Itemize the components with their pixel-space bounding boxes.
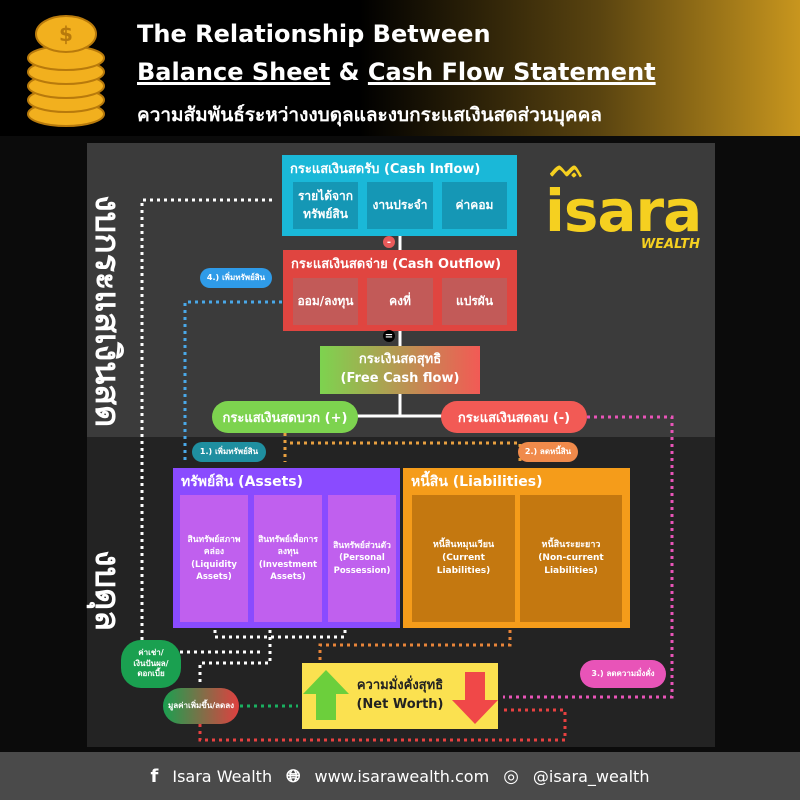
net-worth-thai: ความมั่งคั่งสุทธิ: [356, 678, 444, 694]
income-pill: ค่าเช่า/ เงินปันผล/ ดอกเบี้ย: [121, 640, 181, 688]
negative-cash-flow-pill: กระแสเงินสดลบ (-): [441, 401, 587, 433]
facebook-icon[interactable]: f: [150, 765, 159, 787]
inflow-item: รายได้จากทรัพย์สิน: [293, 182, 358, 229]
title-balance-sheet: Balance Sheet: [137, 58, 331, 86]
arrow-up-icon: [303, 670, 349, 724]
instagram-icon[interactable]: ◎: [503, 765, 519, 787]
inflow-item: ค่าคอม: [442, 182, 507, 229]
outflow-item: ออม/ลงทุน: [293, 278, 358, 325]
asset-item: สินทรัพย์สภาพคล่อง (Liquidity Assets): [180, 495, 248, 622]
minus-icon: -: [383, 236, 395, 248]
step4-pill: 4.) เพิ่มทรัพย์สิน: [200, 268, 272, 288]
cash-outflow-title: กระแสเงินสดจ่าย (Cash Outflow): [291, 257, 502, 272]
asset-item: สินทรัพย์เพื่อการลงทุน (Investment Asset…: [254, 495, 322, 622]
step3-pill: 3.) ลดความมั่งคั่ง: [580, 660, 666, 688]
coins-icon: $: [22, 14, 110, 130]
subtitle: ความสัมพันธ์ระหว่างงบดุลและงบกระแสเงินสด…: [137, 104, 602, 126]
liability-item: หนี้สินหมุนเวียน (Current Liabilities): [412, 495, 515, 622]
step2-pill: 2.) ลดหนี้สิน: [518, 442, 578, 462]
liability-item: หนี้สินระยะยาว (Non-current Liabilities): [520, 495, 622, 622]
isara-logo: ᨕ isara WEALTH: [545, 150, 702, 252]
assets-title: ทรัพย์สิน (Assets): [181, 474, 303, 490]
cash-inflow-title: กระแสเงินสดรับ (Cash Inflow): [290, 162, 481, 177]
header: [0, 0, 800, 136]
globe-icon: 🌐︎: [286, 765, 301, 787]
outflow-item: คงที่: [367, 278, 433, 325]
net-worth-label: ความมั่งคั่งสุทธิ (Net Worth): [345, 670, 455, 722]
positive-cash-flow-pill: กระแสเงินสดบวก (+): [212, 401, 358, 433]
free-cash-flow-en: (Free Cash flow): [340, 371, 460, 386]
value-change-pill: มูลค่าเพิ่มขึ้น/ลดลง: [163, 688, 239, 724]
title-amp: &: [330, 58, 368, 86]
instagram-link[interactable]: @isara_wealth: [532, 766, 650, 786]
inflow-item: งานประจำ: [367, 182, 433, 229]
facebook-link[interactable]: Isara Wealth: [172, 766, 273, 786]
footer: f Isara Wealth 🌐︎ www.isarawealth.com ◎ …: [0, 752, 800, 800]
liabilities-title: หนี้สิน (Liabilities): [411, 474, 543, 490]
title-line1: The Relationship Between: [137, 20, 491, 48]
svg-text:$: $: [59, 22, 73, 46]
equals-icon: =: [383, 330, 395, 342]
outflow-item: แปรผัน: [442, 278, 507, 325]
free-cash-flow-thai: กระเงินสดสุทธิ: [358, 352, 442, 368]
asset-item: สินทรัพย์ส่วนตัว (Personal Possession): [328, 495, 396, 622]
website-link[interactable]: www.isarawealth.com: [314, 766, 490, 786]
step1-pill: 1.) เพิ่มทรัพย์สิน: [192, 442, 266, 462]
arrow-down-icon: [452, 672, 498, 728]
free-cash-flow-box: กระเงินสดสุทธิ (Free Cash flow): [320, 346, 480, 394]
title-cash-flow: Cash Flow Statement: [367, 58, 656, 86]
net-worth-en: (Net Worth): [356, 697, 444, 712]
title-line2: Balance Sheet & Cash Flow Statement: [137, 58, 656, 86]
